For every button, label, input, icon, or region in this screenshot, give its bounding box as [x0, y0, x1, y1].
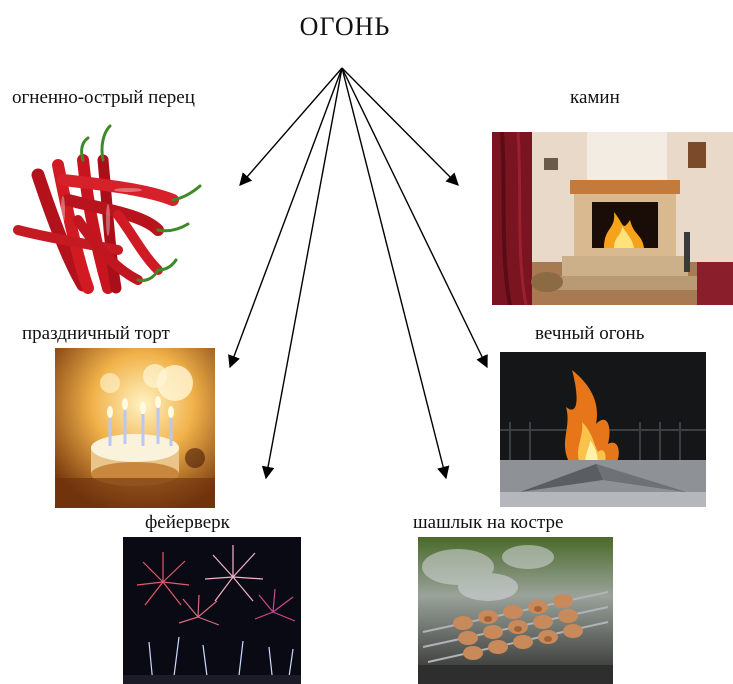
label-cake: праздничный торт — [22, 323, 170, 344]
arrow-to-shashlik — [341, 67, 450, 480]
label-pepper: огненно-острый перец — [12, 87, 195, 108]
label-fireplace: камин — [570, 87, 620, 108]
label-shashlik: шашлык на костре — [413, 512, 564, 533]
picture-chili-peppers — [8, 120, 208, 295]
picture-birthday-cake — [55, 348, 215, 508]
label-fireworks: фейерверк — [145, 512, 230, 533]
picture-shashlik — [418, 537, 613, 684]
arrow-to-fireworks — [261, 67, 343, 480]
diagram-title: ОГОНЬ — [299, 12, 391, 41]
picture-eternal-flame — [500, 352, 706, 507]
picture-fireworks — [123, 537, 301, 684]
arrow-to-eternal-flame — [341, 67, 488, 369]
arrow-to-fireplace — [341, 67, 459, 186]
arrow-to-cake — [228, 67, 343, 369]
label-eternal-flame: вечный огонь — [535, 323, 645, 344]
picture-fireplace — [492, 132, 733, 305]
arrow-to-pepper — [239, 67, 343, 186]
